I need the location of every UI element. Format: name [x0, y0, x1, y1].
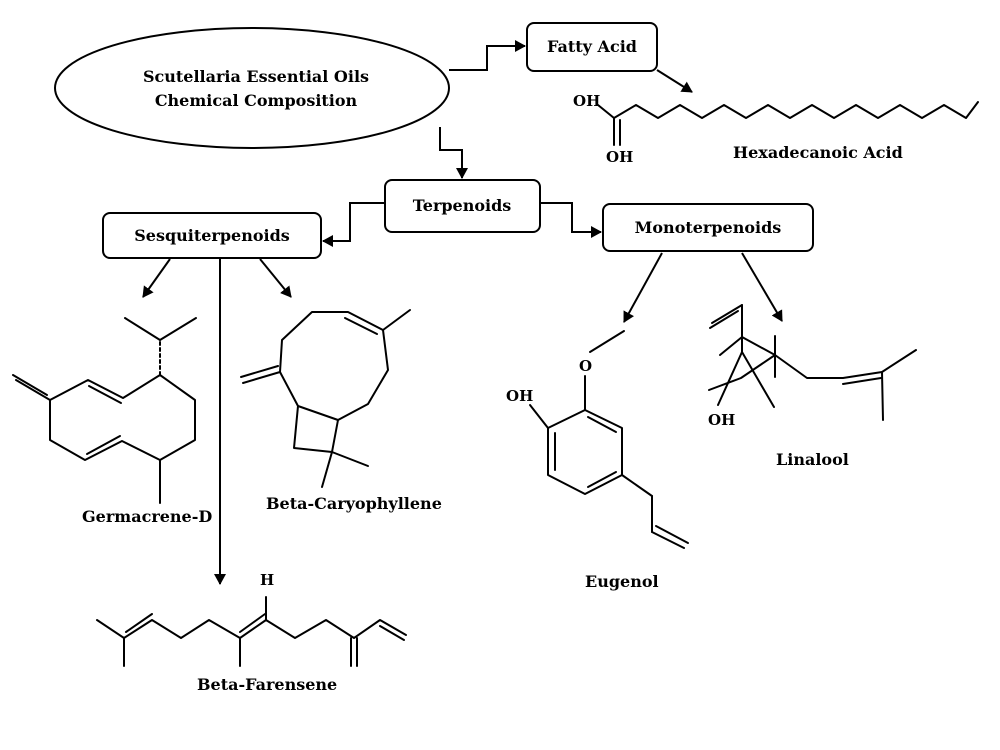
eugenol-oh-atom: OH [506, 387, 533, 405]
farnesene-h-atom: H [260, 571, 274, 589]
edge-mono-to-eugenol [623, 252, 663, 323]
hexadecanoic-acid-structure: OH OH [573, 92, 979, 166]
fatty-acid-label: Fatty Acid [547, 37, 637, 56]
edge-root-to-fatty-acid [449, 40, 526, 71]
sesquiterpenoids-label: Sesquiterpenoids [134, 226, 290, 245]
hexadecanoic-oh-bottom: OH [606, 148, 633, 166]
eugenol-structure: OH O [506, 330, 689, 549]
root-title-line2: Chemical Composition [155, 91, 358, 110]
linalool-label: Linalool [776, 450, 849, 469]
monoterpenoids-node: Monoterpenoids [602, 203, 814, 252]
edge-mono-to-linalool [741, 252, 783, 322]
beta-farnesene-structure: H [96, 571, 407, 667]
edges [142, 40, 783, 585]
linalool-oh-atom: OH [708, 411, 735, 429]
edge-sesqui-to-caryophyllene [259, 258, 292, 298]
hexadecanoic-acid-label: Hexadecanoic Acid [733, 143, 903, 162]
germacrene-d-structure [12, 317, 197, 504]
beta-farnesene-label: Beta-Farensene [197, 675, 337, 694]
hexadecanoic-oh-top: OH [573, 92, 600, 110]
beta-caryophyllene-label: Beta-Caryophyllene [266, 494, 442, 513]
root-node: Scutellaria Essential Oils Chemical Comp… [54, 27, 450, 149]
edge-root-to-terpenoids [439, 127, 468, 179]
edge-sesqui-to-germacrene [142, 258, 171, 298]
eugenol-o-atom: O [579, 357, 592, 375]
beta-caryophyllene-structure [240, 309, 411, 488]
eugenol-label: Eugenol [585, 572, 659, 591]
edge-fatty-acid-to-hexadecanoic [656, 69, 693, 93]
edge-terpenoids-to-monoterpenoids [540, 202, 602, 238]
fatty-acid-node: Fatty Acid [526, 22, 658, 72]
linalool-structure: OH [708, 304, 917, 429]
sesquiterpenoids-node: Sesquiterpenoids [102, 212, 322, 259]
monoterpenoids-label: Monoterpenoids [635, 218, 782, 237]
germacrene-d-label: Germacrene-D [82, 507, 212, 526]
terpenoids-label: Terpenoids [413, 196, 512, 215]
edge-terpenoids-to-sesquiterpenoids [322, 202, 385, 247]
terpenoids-node: Terpenoids [384, 179, 541, 233]
root-title-line1: Scutellaria Essential Oils [143, 67, 369, 86]
